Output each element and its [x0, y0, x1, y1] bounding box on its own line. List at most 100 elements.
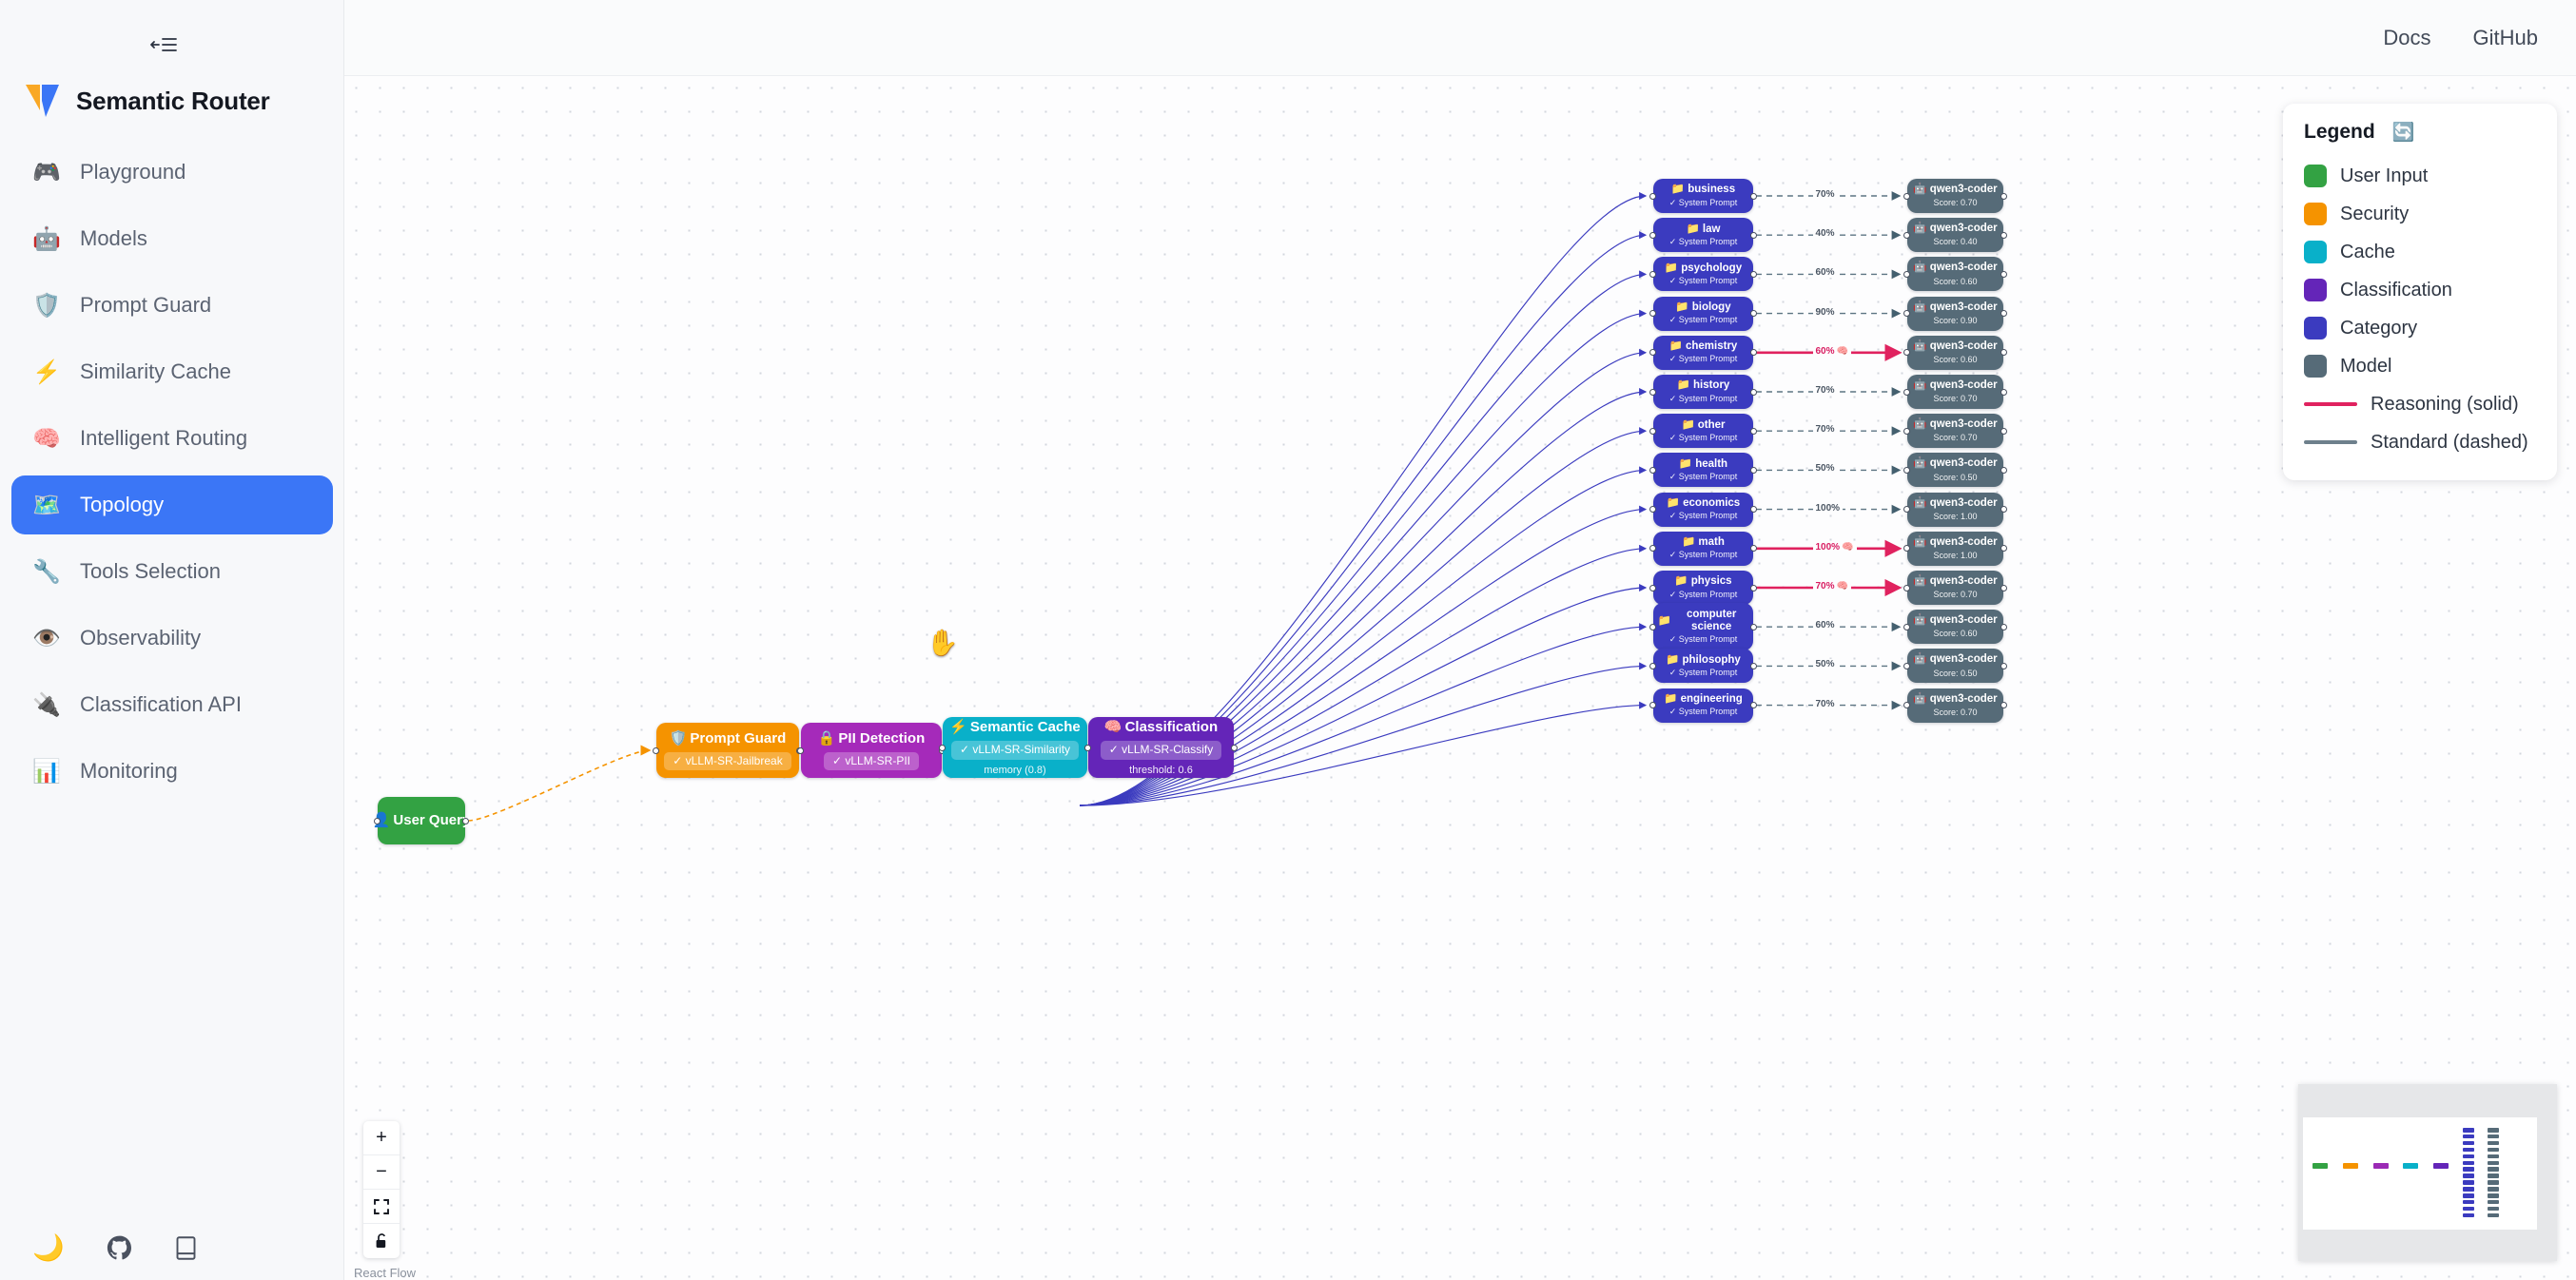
- node-handle-left[interactable]: [1903, 506, 1910, 514]
- node-user-query[interactable]: 👤User Query: [373, 797, 470, 844]
- dark-mode-toggle-icon[interactable]: 🌙: [32, 1233, 65, 1262]
- node-handle-left[interactable]: [1649, 702, 1656, 709]
- zoom-in-button[interactable]: +: [363, 1121, 400, 1155]
- node-category-economics[interactable]: 📁economics✓ System Prompt: [1649, 492, 1757, 527]
- node-handle-left[interactable]: [1649, 231, 1656, 239]
- node-handle-left[interactable]: [1649, 310, 1656, 318]
- node-handle-left[interactable]: [1903, 231, 1910, 239]
- node-handle-right[interactable]: [1750, 623, 1757, 630]
- node-handle-right[interactable]: [2000, 702, 2007, 709]
- node-prompt-guard[interactable]: 🛡️Prompt Guard✓ vLLM-SR-Jailbreak: [653, 723, 803, 778]
- sidebar-item-tools-selection[interactable]: 🔧Tools Selection: [11, 542, 333, 601]
- node-handle-right[interactable]: [1750, 310, 1757, 318]
- sidebar-item-similarity-cache[interactable]: ⚡Similarity Cache: [11, 342, 333, 401]
- sidebar-item-playground[interactable]: 🎮Playground: [11, 143, 333, 202]
- node-handle-left[interactable]: [1903, 466, 1910, 474]
- node-handle-left[interactable]: [1649, 270, 1656, 278]
- node-handle-left[interactable]: [1903, 270, 1910, 278]
- node-category-history[interactable]: 📁history✓ System Prompt: [1649, 375, 1757, 409]
- node-handle-left[interactable]: [1903, 545, 1910, 553]
- node-handle-right[interactable]: [2000, 231, 2007, 239]
- node-category-biology[interactable]: 📁biology✓ System Prompt: [1649, 296, 1757, 331]
- node-handle-left[interactable]: [939, 744, 946, 751]
- node-handle-right[interactable]: [2000, 310, 2007, 318]
- node-handle-right[interactable]: [2000, 466, 2007, 474]
- docs-book-icon[interactable]: [174, 1235, 198, 1261]
- node-handle-left[interactable]: [1649, 662, 1656, 669]
- node-handle-left[interactable]: [1649, 427, 1656, 435]
- node-handle-right[interactable]: [1750, 349, 1757, 357]
- node-handle-left[interactable]: [374, 817, 381, 824]
- node-handle-right[interactable]: [2000, 662, 2007, 669]
- sidebar-item-monitoring[interactable]: 📊Monitoring: [11, 742, 333, 801]
- node-handle-right[interactable]: [1750, 662, 1757, 669]
- node-handle-left[interactable]: [1649, 192, 1656, 200]
- node-handle-right[interactable]: [1750, 506, 1757, 514]
- node-handle-right[interactable]: [1750, 466, 1757, 474]
- node-handle-right[interactable]: [2000, 270, 2007, 278]
- nav-github-link[interactable]: GitHub: [2472, 25, 2538, 49]
- node-handle-right[interactable]: [2000, 192, 2007, 200]
- node-handle-left[interactable]: [797, 747, 804, 754]
- topology-canvas[interactable]: 👤User Query 🛡️Prompt Guard✓ vLLM-SR-Jailb…: [344, 76, 2576, 1280]
- node-handle-right[interactable]: [2000, 623, 2007, 630]
- node-handle-right[interactable]: [1231, 744, 1238, 751]
- node-handle-left[interactable]: [1903, 349, 1910, 357]
- sidebar-item-models[interactable]: 🤖Models: [11, 209, 333, 268]
- nav-docs-link[interactable]: Docs: [2383, 25, 2431, 49]
- node-handle-right[interactable]: [1750, 388, 1757, 396]
- sidebar-item-intelligent-routing[interactable]: 🧠Intelligent Routing: [11, 409, 333, 468]
- sidebar-item-topology[interactable]: 🗺️Topology: [11, 475, 333, 534]
- node-category-psychology[interactable]: 📁psychology✓ System Prompt: [1649, 257, 1757, 292]
- collapse-sidebar-icon[interactable]: [141, 29, 186, 61]
- node-handle-left[interactable]: [1084, 744, 1091, 751]
- node-handle-left[interactable]: [1649, 623, 1656, 630]
- node-handle-left[interactable]: [1649, 545, 1656, 553]
- node-handle-right[interactable]: [1750, 231, 1757, 239]
- node-handle-right[interactable]: [2000, 388, 2007, 396]
- node-handle-right[interactable]: [1750, 427, 1757, 435]
- node-category-chemistry[interactable]: 📁chemistry✓ System Prompt: [1649, 335, 1757, 370]
- react-flow-attribution[interactable]: React Flow: [354, 1266, 417, 1280]
- sidebar-item-prompt-guard[interactable]: 🛡️Prompt Guard: [11, 276, 333, 335]
- node-handle-left[interactable]: [1649, 466, 1656, 474]
- node-handle-right[interactable]: [1750, 584, 1757, 592]
- node-handle-right[interactable]: [2000, 584, 2007, 592]
- sidebar-item-observability[interactable]: 👁️Observability: [11, 609, 333, 668]
- node-handle-right[interactable]: [2000, 506, 2007, 514]
- node-handle-left[interactable]: [1649, 584, 1656, 592]
- node-handle-left[interactable]: [653, 747, 659, 754]
- zoom-out-button[interactable]: −: [363, 1155, 400, 1190]
- node-handle-left[interactable]: [1903, 662, 1910, 669]
- node-category-physics[interactable]: 📁physics✓ System Prompt: [1649, 571, 1757, 605]
- node-pii-detection[interactable]: 🔒PII Detection✓ vLLM-SR-PII: [797, 723, 946, 778]
- node-handle-right[interactable]: [1750, 702, 1757, 709]
- node-category-philosophy[interactable]: 📁philosophy✓ System Prompt: [1649, 649, 1757, 684]
- node-category-other[interactable]: 📁other✓ System Prompt: [1649, 414, 1757, 449]
- lock-button[interactable]: [363, 1224, 400, 1258]
- node-handle-left[interactable]: [1903, 623, 1910, 630]
- fit-view-button[interactable]: [363, 1190, 400, 1224]
- node-handle-left[interactable]: [1903, 702, 1910, 709]
- node-handle-left[interactable]: [1649, 388, 1656, 396]
- node-category-health[interactable]: 📁health✓ System Prompt: [1649, 453, 1757, 488]
- node-handle-left[interactable]: [1649, 506, 1656, 514]
- node-handle-left[interactable]: [1903, 310, 1910, 318]
- node-handle-left[interactable]: [1903, 388, 1910, 396]
- node-category-math[interactable]: 📁math✓ System Prompt: [1649, 531, 1757, 566]
- node-handle-left[interactable]: [1649, 349, 1656, 357]
- node-category-law[interactable]: 📁law✓ System Prompt: [1649, 218, 1757, 253]
- node-handle-right[interactable]: [462, 817, 469, 824]
- node-category-engineering[interactable]: 📁engineering✓ System Prompt: [1649, 688, 1757, 723]
